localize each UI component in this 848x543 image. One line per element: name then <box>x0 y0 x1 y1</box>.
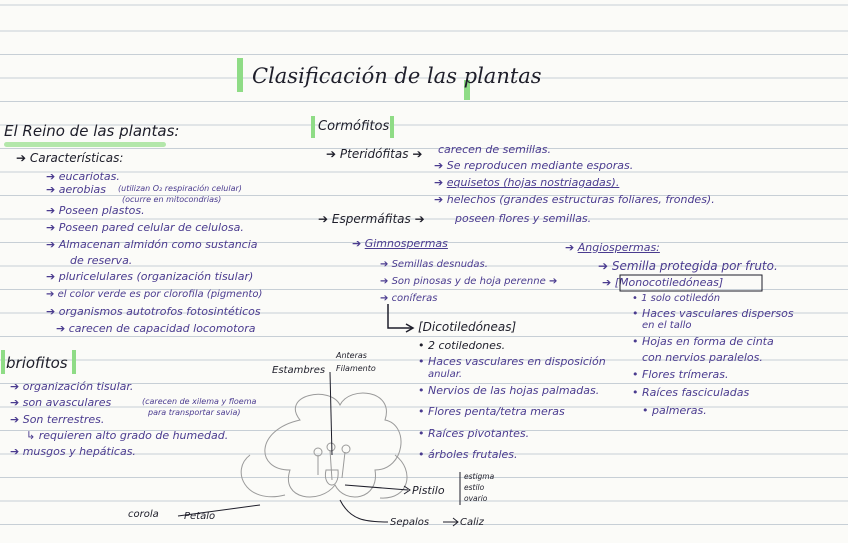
dico-item-1: • 2 cotiledones. <box>418 339 506 352</box>
label-pistilo: Pistilo <box>412 484 445 497</box>
briofitos-item-4: ↳ requieren alto grado de humedad. <box>26 429 229 442</box>
anther-3 <box>341 444 351 454</box>
label-caliz: Caliz <box>460 517 484 528</box>
angiospermas-item-1: ➔ Semilla protegida por fruto. <box>598 259 778 273</box>
mono-item-1: • 1 solo cotiledón <box>632 293 721 304</box>
briofitos-highlight-right <box>72 350 76 374</box>
cormofitos-highlight-left <box>311 116 315 138</box>
dicot-connector-arrowhead <box>405 323 415 333</box>
estambres-pointer <box>329 371 333 456</box>
dico-item-4: • Flores penta/tetra meras <box>418 405 565 418</box>
cormofitos-heading: Cormófitos <box>318 119 390 134</box>
reino-heading: El Reino de las plantas: <box>4 122 180 140</box>
corolla-outline <box>264 392 402 498</box>
briofitos-item-3: ➔ Son terrestres. <box>10 413 105 426</box>
title-highlight-right <box>464 80 470 100</box>
mono-item-5: • Raíces fasciculadas <box>632 386 750 399</box>
pteridofitas-item-2: ➔ Se reproducen mediante esporas. <box>434 159 634 172</box>
pteridofitas-item-3: ➔ equisetos (hojas nostriagadas). <box>434 176 620 189</box>
flower-sketch <box>240 392 408 499</box>
dico-item-5: • Raíces pivotantes. <box>418 427 530 440</box>
caliz-arrowhead <box>452 517 459 527</box>
stamen-lines <box>317 449 346 481</box>
gimnospermas-label: ➔ Gimnospermas <box>352 237 448 250</box>
monocot-bracket <box>619 274 763 292</box>
dicot-connector-arrow <box>387 304 412 329</box>
petal-left <box>240 454 286 498</box>
mono-item-4: • Flores trímeras. <box>632 368 729 381</box>
dico-item-2: • Haces vasculares en disposición <box>418 355 606 368</box>
label-petalo: Petalo <box>184 511 216 522</box>
briofitos-item-5: ➔ musgos y hepáticas. <box>10 445 136 458</box>
reino-item-9: ➔ carecen de capacidad locomotora <box>56 322 256 335</box>
reino-item-2-note: (utilizan O₂ respiración celular) <box>118 184 242 193</box>
sepalos-pointer <box>339 499 389 523</box>
pteridofitas-label: ➔ Pteridófitas ➔ <box>326 147 423 161</box>
label-corola: corola <box>128 509 159 520</box>
label-anteras: Anteras <box>336 351 367 360</box>
pteridofitas-item-4: ➔ helechos (grandes estructuras foliares… <box>434 193 715 206</box>
reino-item-4: ➔ Poseen pared celular de celulosa. <box>46 221 244 234</box>
dico-item-3: • Nervios de las hojas palmadas. <box>418 384 600 397</box>
cormofitos-highlight-right <box>390 116 394 138</box>
pteridofitas-item-1: carecen de semillas. <box>438 143 551 156</box>
mono-item-2: • Haces vasculares dispersos <box>632 307 794 320</box>
page-title: Clasificación de las plantas <box>252 64 542 88</box>
gimnospermas-item-1: ➔ Semillas desnudas. <box>380 259 488 270</box>
briofitos-highlight-left <box>1 350 5 374</box>
mono-item-3b: con nervios paralelos. <box>642 351 763 364</box>
reino-heading-underline <box>4 142 166 147</box>
label-sepalos: Sepalos <box>390 517 430 528</box>
mono-item-2b: en el tallo <box>642 320 692 331</box>
reino-item-5b: de reserva. <box>70 254 133 267</box>
flower-label-arrows <box>177 371 461 527</box>
monocotiledoneas-label: ➔ [Monocotiledóneas] <box>602 276 724 289</box>
label-estambres: Estambres <box>272 365 326 376</box>
pistil-shape <box>324 469 339 486</box>
mono-item-6: • palmeras. <box>642 404 707 417</box>
dicotiledoneas-label: [Dicotiledóneas] <box>418 320 517 334</box>
reino-item-2-note-b: (ocurre en mitocondrias) <box>122 195 222 204</box>
label-estigma: estigma <box>464 472 495 481</box>
label-ovario: ovario <box>464 494 488 503</box>
reino-item-3: ➔ Poseen plastos. <box>46 204 145 217</box>
caracteristicas-label: ➔ Características: <box>16 151 124 165</box>
briofitos-heading: briofitos <box>6 354 68 372</box>
label-estilo: estilo <box>464 483 485 492</box>
petal-right <box>379 454 408 499</box>
anther-2 <box>326 442 336 452</box>
briofitos-item-1: ➔ organización tisular. <box>10 380 134 393</box>
espermafitas-label: ➔ Espermáfitas ➔ <box>318 212 425 226</box>
anther-1 <box>313 447 323 457</box>
mono-item-3: • Hojas en forma de cinta <box>632 335 774 348</box>
pistilo-arrowhead <box>403 485 411 495</box>
label-filamento: Filamento <box>336 364 376 373</box>
dico-item-2b: anular. <box>428 369 463 380</box>
angiospermas-label: ➔ Angiospermas: <box>565 241 660 254</box>
reino-item-8: ➔ organismos autotrofos fotosintéticos <box>46 305 261 318</box>
briofitos-item-2: ➔ son avasculares <box>10 396 112 409</box>
reino-item-5: ➔ Almacenan almidón como sustancia <box>46 238 258 251</box>
espermafitas-desc: poseen flores y semillas. <box>455 212 592 225</box>
briofitos-item-2-note-b: para transportar savia) <box>148 408 241 417</box>
reino-item-2: ➔ aerobias <box>46 183 106 196</box>
petalo-pointer <box>177 504 261 517</box>
reino-item-7: ➔ el color verde es por clorofila (pigme… <box>46 289 263 300</box>
gimnospermas-item-2: ➔ Son pinosas y de hoja perenne ➔ <box>380 276 558 287</box>
briofitos-item-2-note: (carecen de xilema y floema <box>142 397 257 406</box>
title-highlight-left <box>237 58 243 92</box>
gimnospermas-item-3: ➔ coníferas <box>380 293 438 304</box>
reino-item-1: ➔ eucariotas. <box>46 170 120 183</box>
reino-item-6: ➔ pluricelulares (organización tisular) <box>46 270 254 283</box>
pistilo-pointer <box>344 484 409 491</box>
dico-item-6: • árboles frutales. <box>418 448 518 461</box>
